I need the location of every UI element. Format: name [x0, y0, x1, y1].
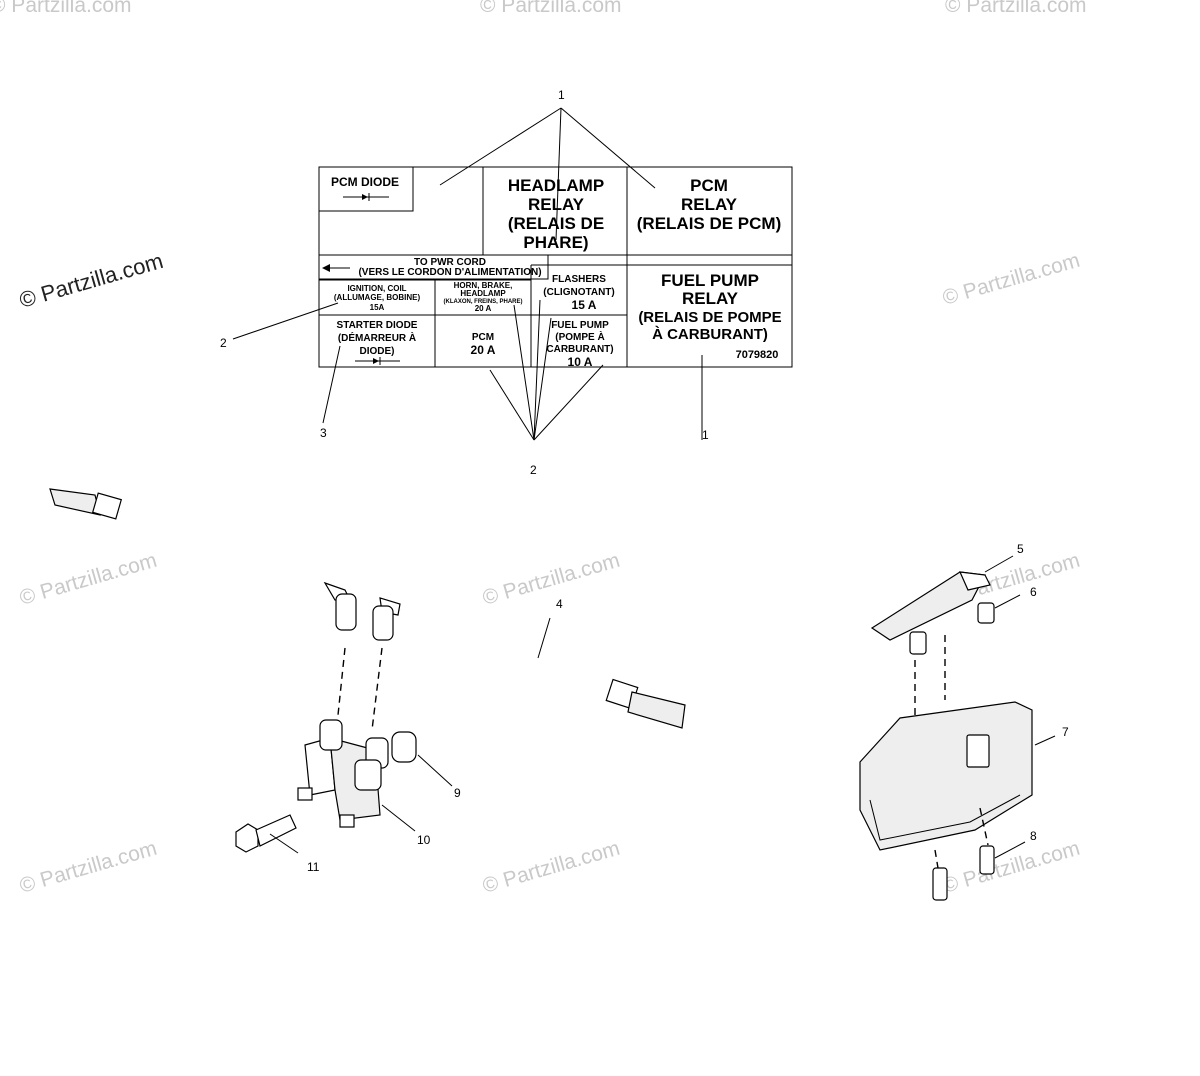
- horn-line4: 20 A: [475, 304, 492, 313]
- ignition-line1: IGNITION, COIL: [347, 284, 406, 293]
- pcm-relay-line2: RELAY: [681, 195, 738, 214]
- horn-line3: (KLAXON, FREINS, PHARE): [443, 299, 522, 305]
- arrow-left-icon: [322, 264, 350, 272]
- callout-5: 5: [1017, 542, 1024, 556]
- watermark-text: © Partzilla.com: [940, 249, 1082, 310]
- pwr-cord-line2: (VERS LE CORDON D'ALIMENTATION): [358, 267, 541, 278]
- callout-6: 6: [1030, 585, 1037, 599]
- starter-diode-line1: STARTER DIODE: [337, 320, 418, 331]
- flashers-line1: FLASHERS: [552, 274, 606, 285]
- flashers-line3: 15 A: [572, 298, 597, 312]
- pcm-fuse-line2: 20 A: [471, 343, 496, 357]
- pcm-diode-label: PCM DIODE: [331, 175, 399, 189]
- horn-line2: HEADLAMP: [460, 289, 506, 298]
- fuel-pump-relay-line3: (RELAIS DE POMPE: [638, 309, 781, 326]
- spacer: [391, 731, 417, 763]
- watermark-text: © Partzilla.com: [480, 0, 622, 17]
- screw: [932, 867, 948, 901]
- watermark-text: © Partzilla.com: [17, 837, 159, 898]
- fuel-pump-fuse-line3: CARBURANT): [546, 344, 613, 355]
- headlamp-relay-line1: HEADLAMP: [508, 176, 604, 195]
- pcm-relay-line3: (RELAIS DE PCM): [637, 214, 782, 233]
- fuel-pump-relay-line1: FUEL PUMP: [661, 271, 759, 290]
- bolt: [235, 823, 259, 853]
- watermark-text: © Partzilla.com: [0, 0, 132, 17]
- fuel-pump-fuse-line2: (POMPE À: [555, 330, 604, 343]
- callout-9: 9: [454, 786, 461, 800]
- watermark-text: © Partzilla.com: [480, 837, 622, 898]
- starter-diode-line2: (DÉMARREUR À: [338, 331, 416, 344]
- callout-2-bottom: 2: [530, 463, 537, 477]
- diode-symbol-icon: [343, 193, 389, 201]
- leader-lines: [232, 107, 703, 441]
- headlamp-relay-line4: PHARE): [523, 233, 588, 252]
- watermark-text: © Partzilla.com: [945, 0, 1087, 17]
- ignition-coil: [235, 647, 417, 853]
- module-assembly: [859, 571, 1033, 901]
- callout-1-right: 1: [702, 428, 709, 442]
- callout-4: 4: [556, 597, 563, 611]
- callout-11: 11: [307, 860, 320, 874]
- watermark-text: © Partzilla.com: [16, 248, 165, 313]
- callout-8: 8: [1030, 829, 1037, 843]
- callout-3: 3: [320, 426, 327, 440]
- part-leader-lines: [269, 555, 1056, 859]
- fuel-pump-relay-line4: À CARBURANT): [652, 326, 768, 343]
- callout-1-top: 1: [558, 88, 565, 102]
- headlamp-relay-line3: (RELAIS DE: [508, 214, 604, 233]
- callout-7: 7: [1062, 725, 1069, 739]
- diode-symbol-icon: [355, 357, 400, 365]
- callout-10: 10: [417, 833, 431, 847]
- headlamp-relay-line2: RELAY: [528, 195, 585, 214]
- ignition-line3: 15A: [370, 303, 385, 312]
- screw: [979, 845, 995, 875]
- ignition-line2: (ALLUMAGE, BOBINE): [334, 293, 421, 302]
- fuse-relay-decal: PCM DIODE HEADLAMP RELAY (RELAIS DE PHAR…: [318, 166, 793, 369]
- watermark-text: © Partzilla.com: [17, 549, 159, 610]
- fuel-pump-relay-line2: RELAY: [682, 289, 739, 308]
- pwr-cord-line1: TO PWR CORD: [414, 257, 486, 268]
- fuel-pump-fuse-line1: FUEL PUMP: [551, 320, 609, 331]
- pcm-relay-line1: PCM: [690, 176, 728, 195]
- part-number: 7079820: [736, 349, 779, 361]
- callouts: 1 1 2 2 3 4 5 6 7 8 9 10 11: [220, 88, 1069, 874]
- starter-diode-line3: DIODE): [360, 346, 395, 357]
- fuel-pump-fuse-line4: 10 A: [568, 355, 593, 369]
- spark-plug-cable: [49, 488, 686, 729]
- watermark-text: © Partzilla.com: [940, 837, 1082, 898]
- horn-line1: HORN, BRAKE,: [454, 281, 513, 290]
- flashers-line2: (CLIGNOTANT): [543, 287, 614, 298]
- callout-2-left: 2: [220, 336, 227, 350]
- watermark-text: © Partzilla.com: [480, 549, 622, 610]
- pcm-fuse-line1: PCM: [472, 332, 494, 343]
